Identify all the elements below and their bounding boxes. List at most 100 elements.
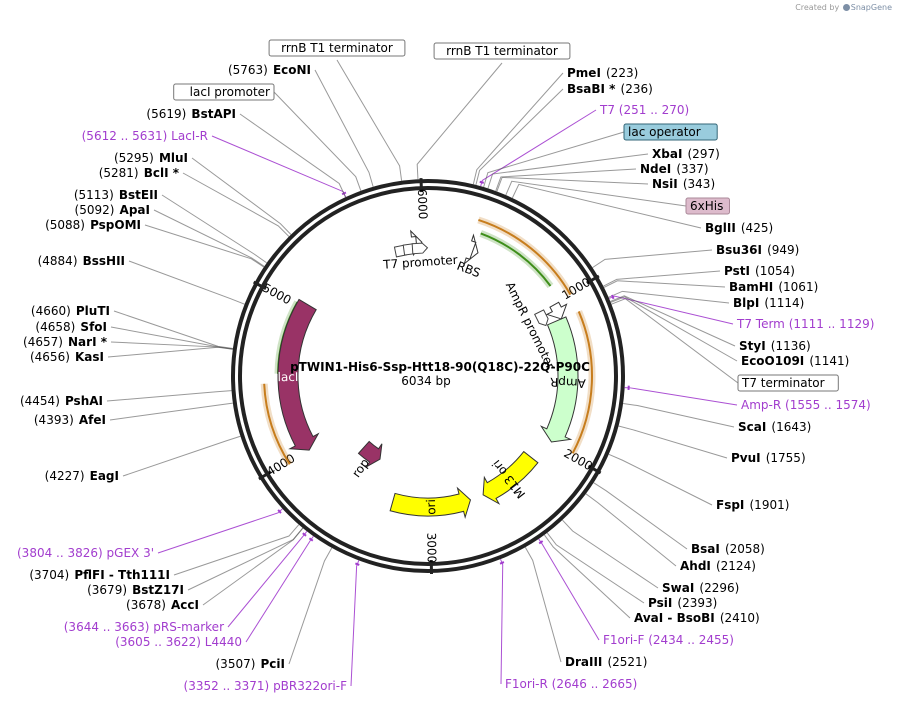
primer-mark-pgex-3 bbox=[277, 509, 282, 514]
site-name-bsabi: BsaBI * bbox=[567, 82, 616, 96]
site-name-sfoi: SfoI bbox=[80, 320, 107, 334]
site-pos-nsii: (343) bbox=[683, 177, 715, 191]
site-pos-pshai: (4454) bbox=[20, 394, 60, 408]
site-pos-bsshii: (4884) bbox=[38, 254, 78, 268]
site-pos-blpi: (1114) bbox=[764, 296, 804, 310]
box-rrnb-t1-terminator-1 bbox=[433, 42, 571, 60]
feature-ampr bbox=[539, 316, 579, 443]
leader-bamhi bbox=[603, 280, 726, 288]
leader-rrnb-t1-terminator-0 bbox=[336, 59, 403, 181]
site-avai-bsobi: AvaI - BsoBI (2410) bbox=[634, 607, 760, 626]
primer-range-f1ori-r: (2646 .. 2665) bbox=[552, 677, 638, 691]
site-name-pcii: PciI bbox=[261, 657, 286, 671]
leader-t7-term bbox=[608, 295, 734, 325]
site-pspomi: (5088) PspOMI bbox=[45, 214, 141, 233]
site-name-bsai: BsaI bbox=[691, 542, 720, 556]
leader-t7 bbox=[480, 109, 597, 187]
site-pos-pvui: (1755) bbox=[766, 451, 806, 465]
site-name-pluti: PluTI bbox=[76, 304, 110, 318]
site-pos-acci: (3678) bbox=[126, 598, 166, 612]
leader-lines bbox=[106, 59, 739, 687]
site-econi: (5763) EcoNI bbox=[228, 59, 311, 78]
tick-1000 bbox=[586, 274, 600, 285]
leader-blpi bbox=[608, 290, 730, 304]
site-pos-bcli: (5281) bbox=[99, 166, 139, 180]
leader-bstz17i bbox=[187, 527, 304, 591]
primer-mark-pbr322ori-f bbox=[355, 562, 360, 566]
site-pos-econi: (5763) bbox=[228, 63, 268, 77]
site-styi: StyI (1136) bbox=[739, 335, 811, 354]
site-pos-mlui: (5295) bbox=[114, 151, 154, 165]
box-label-lac-operator: lac operator bbox=[628, 125, 701, 139]
feature-ampr-promoter bbox=[545, 301, 568, 320]
site-pos-styi: (1136) bbox=[771, 339, 811, 353]
leader-ahdi bbox=[585, 493, 677, 567]
leader-prs-marker bbox=[227, 531, 308, 628]
site-name-nari: NarI * bbox=[68, 335, 108, 349]
site-pos-nari: (4657) bbox=[23, 335, 63, 349]
site-ndei: NdeI (337) bbox=[640, 158, 709, 177]
box-label-laci-promoter: lacI promoter bbox=[190, 85, 270, 99]
site-pos-draiii: (2521) bbox=[607, 655, 647, 669]
site-mlui: (5295) MluI bbox=[114, 147, 188, 166]
leader-pspomi bbox=[144, 224, 265, 268]
box-label-t7-terminator: T7 terminator bbox=[741, 376, 825, 390]
primer-l4440: (3605 .. 3622) L4440 bbox=[115, 635, 242, 649]
site-draiii: DraIII (2521) bbox=[565, 651, 647, 670]
site-bstapi: (5619) BstAPI bbox=[146, 103, 236, 122]
leader-pshai bbox=[106, 390, 232, 402]
backbone-inner-strand bbox=[238, 186, 618, 566]
site-name-nsii: NsiI bbox=[652, 177, 678, 191]
open-arrow-4 bbox=[534, 309, 549, 327]
leader-mlui bbox=[191, 157, 292, 235]
site-pos-pspomi: (5088) bbox=[45, 218, 85, 232]
site-name-ecoo109i: EcoO109I bbox=[741, 354, 804, 368]
site-pos-ecoo109i: (1141) bbox=[809, 354, 849, 368]
site-name-eagi: EagI bbox=[90, 469, 119, 483]
site-bamhi: BamHI (1061) bbox=[729, 276, 818, 295]
feature-label-laci: lacI bbox=[278, 370, 299, 384]
site-pos-bstz17i: (3679) bbox=[87, 583, 127, 597]
credit-brand: SnapGene bbox=[850, 3, 892, 12]
orf-arc-1 bbox=[478, 218, 572, 296]
leader-styi bbox=[610, 295, 736, 347]
primer-name-t7-term: T7 Term bbox=[736, 317, 785, 331]
orf-arc-4 bbox=[263, 383, 291, 465]
primer-mark-l4440 bbox=[308, 537, 314, 542]
site-kasi: (4656) KasI bbox=[30, 346, 104, 365]
site-name-bglii: BglII bbox=[705, 221, 736, 235]
primer-t7: T7 (251 .. 270) bbox=[599, 103, 689, 117]
site-name-mlui: MluI bbox=[159, 151, 188, 165]
site-swai: SwaI (2296) bbox=[662, 577, 739, 596]
site-name-pspomi: PspOMI bbox=[90, 218, 141, 232]
primer-mark-prs-marker bbox=[302, 532, 307, 537]
tick-label-2000: 2000 bbox=[561, 446, 594, 473]
primer-amp-r: Amp-R (1555 .. 1574) bbox=[741, 398, 871, 412]
site-name-xbai: XbaI bbox=[652, 147, 682, 161]
box-laci-promoter bbox=[173, 83, 275, 101]
primer-mark-t7 bbox=[479, 180, 485, 184]
primer-range-l4440: (3605 .. 3622) bbox=[115, 635, 201, 649]
feature-rbs bbox=[463, 233, 479, 266]
leader-bstapi bbox=[239, 113, 346, 198]
site-name-ndei: NdeI bbox=[640, 162, 671, 176]
leader-xbai bbox=[487, 153, 649, 189]
box-lac-operator bbox=[623, 123, 718, 141]
leader-6xhis bbox=[505, 180, 687, 207]
box-label-rrnb-t1-terminator-1: rrnB T1 terminator bbox=[446, 44, 558, 58]
site-name-styi: StyI bbox=[739, 339, 766, 353]
primer-mark-t7-term bbox=[611, 294, 615, 300]
site-pos-pflfi-tth111i: (3704) bbox=[29, 568, 69, 582]
primer-range-laci-r: (5612 .. 5631) bbox=[82, 129, 168, 143]
site-name-bstz17i: BstZ17I bbox=[132, 583, 184, 597]
site-psii: PsiI (2393) bbox=[648, 592, 717, 611]
site-acci: (3678) AccI bbox=[126, 594, 199, 613]
primer-name-pgex-3: pGEX 3' bbox=[107, 546, 154, 560]
orf-arc-2 bbox=[571, 311, 593, 454]
feature-label-ampr: AmpR bbox=[550, 375, 586, 391]
site-ahdi: AhdI (2124) bbox=[680, 555, 756, 574]
site-name-fspi: FspI bbox=[716, 498, 744, 512]
site-name-afei: AfeI bbox=[79, 413, 106, 427]
leader-lac-operator bbox=[483, 131, 625, 188]
